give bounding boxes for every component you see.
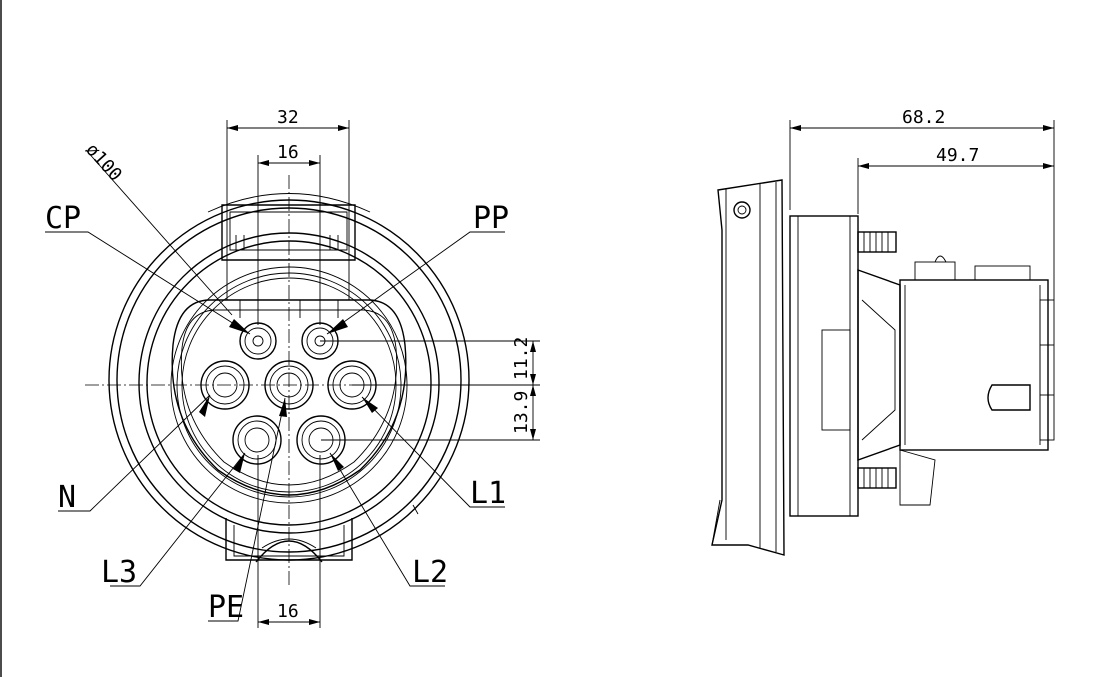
pin-cp xyxy=(239,322,277,360)
top-hinge-tab xyxy=(221,204,356,261)
socket-key-marks xyxy=(239,300,339,318)
front-plate-edges xyxy=(725,182,777,552)
dim-text-11-2: 11.2 xyxy=(511,337,532,380)
label-l3: L3 xyxy=(101,555,137,590)
top-hinge-tab-inner xyxy=(229,211,348,251)
flange-ring xyxy=(138,232,440,534)
socket-outline-inner xyxy=(180,309,398,486)
dimension-vertical xyxy=(320,340,540,441)
pin-n xyxy=(200,360,250,410)
dimension-49-7 xyxy=(857,158,1054,214)
rear-taper xyxy=(857,269,901,461)
diameter-tick xyxy=(412,504,419,515)
hinge-slots xyxy=(235,235,339,250)
dimension-16-bottom xyxy=(257,455,321,628)
outer-ring-inner xyxy=(116,207,462,553)
dim-text-32: 32 xyxy=(277,107,299,128)
screw-bottom xyxy=(857,467,897,489)
label-n: N xyxy=(58,480,76,515)
dimension-16-top xyxy=(257,155,321,325)
clip-top xyxy=(914,261,956,281)
flange-ring-inner xyxy=(146,240,432,526)
screw-top xyxy=(857,231,897,253)
front-view xyxy=(45,120,540,628)
rear-cap xyxy=(1039,299,1055,441)
bottom-lug xyxy=(899,449,936,506)
front-plate xyxy=(711,179,785,556)
latch-clip xyxy=(987,384,1031,411)
clip-top-2 xyxy=(974,265,1031,281)
label-l1: L1 xyxy=(470,476,506,511)
dim-text-diameter: ø100 xyxy=(81,139,126,185)
dim-text-49-7: 49.7 xyxy=(936,145,979,166)
rear-housing xyxy=(899,279,1049,451)
dimension-32 xyxy=(226,120,350,300)
dim-text-68-2: 68.2 xyxy=(902,107,945,128)
flange-body xyxy=(789,215,859,517)
dim-text-16-bottom: 16 xyxy=(277,601,299,622)
latch-notch xyxy=(255,540,323,563)
dim-text-13-9: 13.9 xyxy=(511,391,532,434)
pin-l3 xyxy=(232,415,282,465)
socket-outline xyxy=(171,299,407,496)
flange-window xyxy=(821,329,851,431)
label-pe: PE xyxy=(208,590,244,625)
bottom-latch-inner xyxy=(233,525,345,557)
dimension-68-2 xyxy=(789,120,1055,300)
side-view xyxy=(711,120,1055,556)
dim-text-16-top: 16 xyxy=(277,142,299,163)
label-l2: L2 xyxy=(412,555,448,590)
label-pp: PP xyxy=(473,201,509,236)
bottom-latch xyxy=(225,518,353,561)
latch-notch-inner xyxy=(261,538,317,549)
label-cp: CP xyxy=(45,201,81,236)
leader-lines xyxy=(45,149,505,622)
pin-pe xyxy=(264,360,314,410)
hinge-pin xyxy=(733,201,751,219)
